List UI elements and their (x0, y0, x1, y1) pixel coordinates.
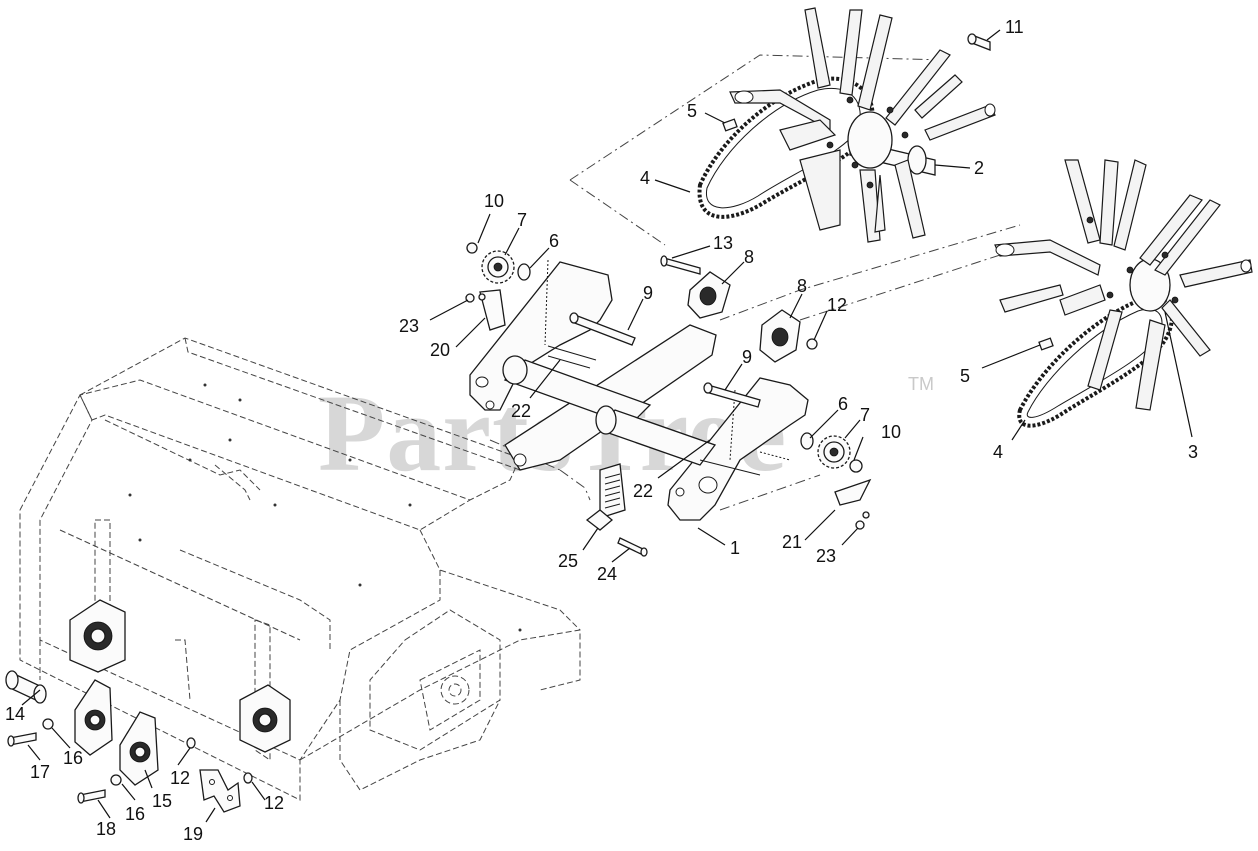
watermark-tm: TM (908, 374, 934, 394)
callout-6-right: 6 (838, 394, 848, 414)
callout-3: 3 (1188, 442, 1198, 462)
callout-9-lower: 9 (742, 347, 752, 367)
callout-16-lower: 16 (125, 804, 145, 824)
machine-body-phantom (19, 337, 581, 801)
callout-11: 11 (1005, 17, 1024, 37)
callout-23-left: 23 (399, 316, 419, 336)
callout-7-right: 7 (860, 405, 870, 425)
assembly-plane-phantom (489, 54, 1021, 511)
tine-rotor-upper (697, 7, 996, 243)
callout-7-left: 7 (517, 210, 527, 230)
callout-14: 14 (5, 704, 25, 724)
callout-22-left: 22 (511, 401, 531, 421)
callout-19: 19 (183, 824, 203, 844)
callout-18: 18 (96, 819, 116, 839)
callout-23-right: 23 (816, 546, 836, 566)
callout-1: 1 (730, 538, 740, 558)
callout-6-left: 6 (549, 231, 559, 251)
leader-lines (21, 29, 1193, 823)
callout-21: 21 (782, 532, 802, 552)
callout-24: 24 (597, 564, 617, 584)
sprocket-right-assembly (800, 432, 872, 530)
tine-rotor-right (994, 159, 1253, 428)
callout-16-upper: 16 (63, 748, 83, 768)
callout-12-upper: 12 (827, 295, 847, 315)
hardware-upper (660, 33, 1054, 363)
callout-5-right: 5 (960, 366, 970, 386)
callout-9-upper: 9 (643, 283, 653, 303)
callout-5-upper: 5 (687, 101, 697, 121)
depth-gauge (585, 463, 648, 557)
callout-12-lower-right: 12 (264, 793, 284, 813)
callout-17: 17 (30, 762, 50, 782)
callout-2: 2 (974, 158, 984, 178)
callout-13: 13 (713, 233, 733, 253)
callout-25: 25 (558, 551, 578, 571)
lower-bearings (5, 599, 291, 813)
callout-labels: 1 2 3 4 4 5 5 6 6 7 7 8 8 9 9 10 10 11 1… (5, 17, 1198, 844)
callout-4-upper: 4 (640, 168, 650, 188)
sprocket-left-assembly (465, 242, 531, 331)
callout-15: 15 (152, 791, 172, 811)
callout-12-lower-left: 12 (170, 768, 190, 788)
frame-plates (469, 259, 809, 521)
callout-8-upper: 8 (744, 247, 754, 267)
callout-10-right: 10 (881, 422, 901, 442)
callout-4-right: 4 (993, 442, 1003, 462)
callout-10-left: 10 (484, 191, 504, 211)
callout-20: 20 (430, 340, 450, 360)
callout-22-right: 22 (633, 481, 653, 501)
callout-8-right: 8 (797, 276, 807, 296)
